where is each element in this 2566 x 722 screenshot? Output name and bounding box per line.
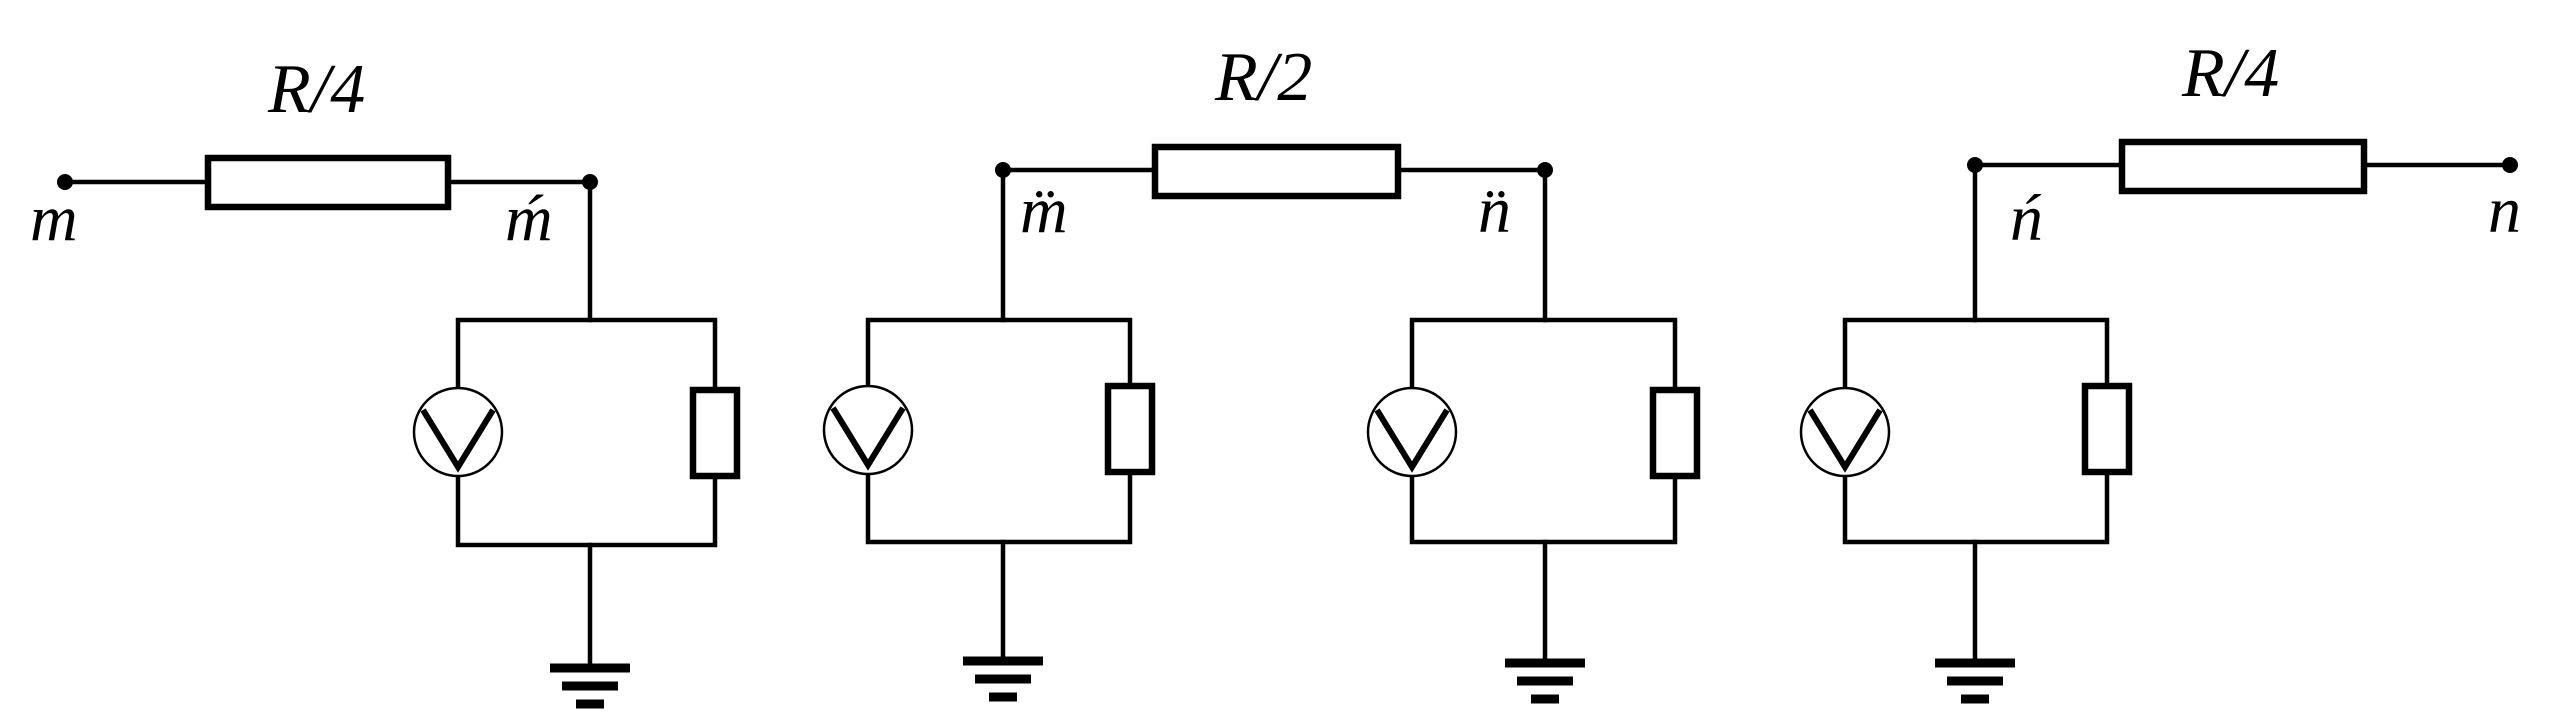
current-source-icon	[412, 386, 504, 478]
node-label-n: n	[2488, 174, 2521, 247]
resistor-label-3: R/4	[2181, 35, 2279, 112]
series-resistor-3: R/4 ń n	[1967, 35, 2521, 323]
resistor-r4-left	[204, 154, 452, 211]
shunt-resistor	[689, 386, 741, 480]
current-source-icon	[822, 384, 914, 476]
ground-icon	[1505, 658, 1585, 704]
node-label-m-double-prime: m̈	[1020, 174, 1068, 247]
node-label-m: m	[30, 182, 78, 255]
resistor-r2-middle	[1151, 143, 1402, 200]
series-resistor-2: R/2 m̈ n̈	[995, 39, 1553, 323]
shunt-cell-3	[1366, 317, 1701, 704]
shunt-cell-4	[1799, 317, 2133, 704]
ground-icon	[963, 656, 1043, 702]
shunt-cell-2	[822, 317, 1156, 702]
shunt-cell-1	[412, 317, 741, 709]
series-resistor-1: R/4 m ḿ	[30, 51, 598, 323]
shunt-resistor	[1649, 386, 1701, 480]
current-source-icon	[1799, 386, 1891, 478]
node-m1-dot	[582, 174, 598, 190]
resistor-label-1: R/4	[267, 51, 365, 128]
ground-icon	[550, 663, 630, 709]
node-label-n-double-prime: n̈	[1478, 174, 1511, 247]
shunt-resistor	[2081, 382, 2133, 476]
current-source-icon	[1366, 386, 1458, 478]
node-label-m-prime: ḿ	[505, 182, 553, 255]
resistor-r4-right	[2118, 138, 2368, 195]
resistor-label-2: R/2	[1214, 39, 1312, 116]
shunt-resistor	[1104, 382, 1156, 476]
terminal-m-dot	[57, 174, 73, 190]
node-n2-dot	[1537, 162, 1553, 178]
ground-icon	[1935, 658, 2015, 704]
node-m2-dot	[995, 162, 1011, 178]
terminal-n-dot	[2502, 157, 2518, 173]
node-label-n-prime: ń	[2010, 182, 2043, 255]
node-n1-dot	[1967, 157, 1983, 173]
